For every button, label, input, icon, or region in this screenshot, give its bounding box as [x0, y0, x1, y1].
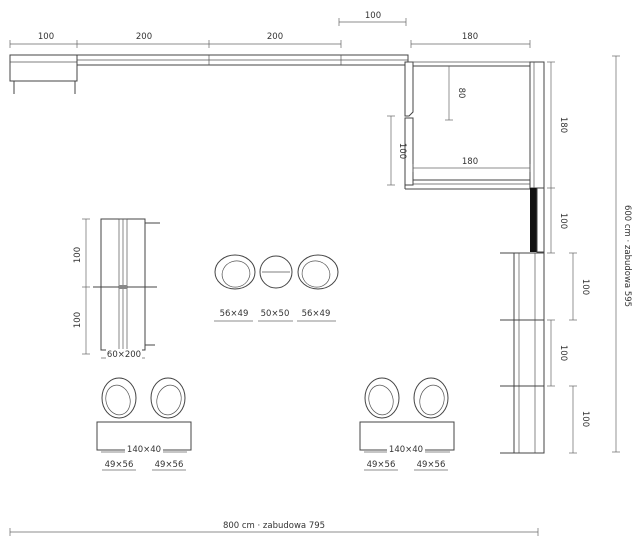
dim-label-right-100-b: 100	[580, 279, 590, 295]
dim-label-bench-right: 140×40	[389, 445, 423, 455]
top-dimensions	[9, 18, 531, 48]
armchair-a	[214, 254, 256, 290]
dim-label-right-180: 180	[558, 117, 568, 133]
dim-label-top-180: 180	[462, 32, 478, 42]
dim-label-right-100-a: 100	[558, 213, 568, 229]
round-chair	[259, 255, 293, 289]
tall-cabinet	[529, 61, 545, 189]
dim-label-right-100-d: 100	[580, 411, 590, 427]
total-height-label: 600 cm · zabudowa 595	[622, 205, 632, 307]
dim-label-bench-left: 140×40	[127, 445, 161, 455]
corner-module-left	[9, 54, 78, 82]
dim-label-chair-56x49-b: 56×49	[302, 309, 331, 319]
long-table	[82, 218, 160, 359]
shelf-unit	[513, 252, 545, 454]
dim-label-chair-49x56-b: 49×56	[155, 460, 184, 470]
dim-label-chair-49x56-c: 49×56	[367, 460, 396, 470]
dim-label-top-100-a: 100	[38, 32, 54, 42]
dim-label-chair-49x56-a: 49×56	[105, 460, 134, 470]
dark-panel	[530, 188, 537, 252]
center-chairs	[214, 254, 339, 322]
return-upper	[404, 61, 414, 117]
dim-label-chair-49x56-d: 49×56	[417, 460, 446, 470]
dim-label-inner-80: 80	[456, 88, 466, 99]
dim-label-chair-56x49-a: 56×49	[220, 309, 249, 319]
dim-label-top-200-b: 200	[267, 32, 283, 42]
return-lower	[404, 117, 414, 186]
dim-label-inner-180: 180	[462, 157, 478, 167]
right-shelving	[500, 252, 545, 454]
total-width-label: 800 cm · zabudowa 795	[223, 521, 325, 531]
armchair-b	[297, 254, 339, 290]
bench-group-right	[359, 377, 455, 471]
dim-label-table-100-bottom: 100	[73, 312, 83, 328]
dim-label-table-100-top: 100	[73, 247, 83, 263]
dim-label-chair-50x50: 50×50	[261, 309, 290, 319]
dim-label-right-100-c: 100	[558, 345, 568, 361]
inner-dimensions	[387, 61, 577, 454]
table-size-label: 60×200	[107, 350, 141, 360]
dim-label-top-100-b: 100	[365, 11, 381, 21]
bench-group-left	[96, 377, 192, 471]
dim-label-left-100: 100	[397, 143, 407, 159]
dim-label-top-200-a: 200	[136, 32, 152, 42]
top-counter-run	[9, 54, 545, 253]
